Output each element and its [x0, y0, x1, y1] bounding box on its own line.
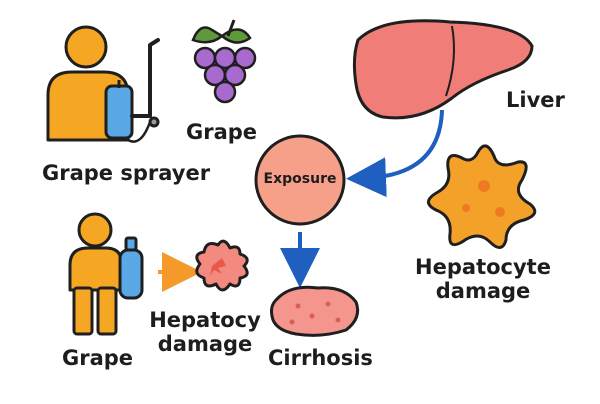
grape-bunch-icon [191, 19, 257, 104]
label-hepatocy-line2: damage [157, 332, 253, 357]
exposure-node [254, 134, 346, 226]
label-grape-worker: Grape [62, 346, 134, 370]
small-cell-icon [195, 239, 249, 292]
label-hepatocy: Hepatocy damage [140, 308, 270, 356]
arrow-liver-to-exposure [346, 109, 444, 198]
hepatocyte-icon [427, 144, 537, 249]
label-exposure: Exposure [263, 171, 337, 187]
label-liver: Liver [506, 88, 565, 112]
label-grape-sprayer: Grape sprayer [42, 161, 211, 185]
label-hepatocy-line1: Hepatocy [149, 308, 261, 332]
cirrhosis-icon [270, 285, 360, 337]
grape-sprayer-icon [46, 25, 160, 143]
label-grape-fruit: Grape [186, 120, 258, 144]
label-hepatocyte-line1: Hepatocyte [415, 255, 551, 279]
label-hepatocyte: Hepatocyte damage [408, 255, 558, 303]
liver-icon [352, 19, 534, 120]
label-hepatocyte-line2: damage [435, 279, 531, 304]
label-cirrhosis: Cirrhosis [268, 346, 373, 370]
grape-worker-icon [68, 212, 144, 336]
